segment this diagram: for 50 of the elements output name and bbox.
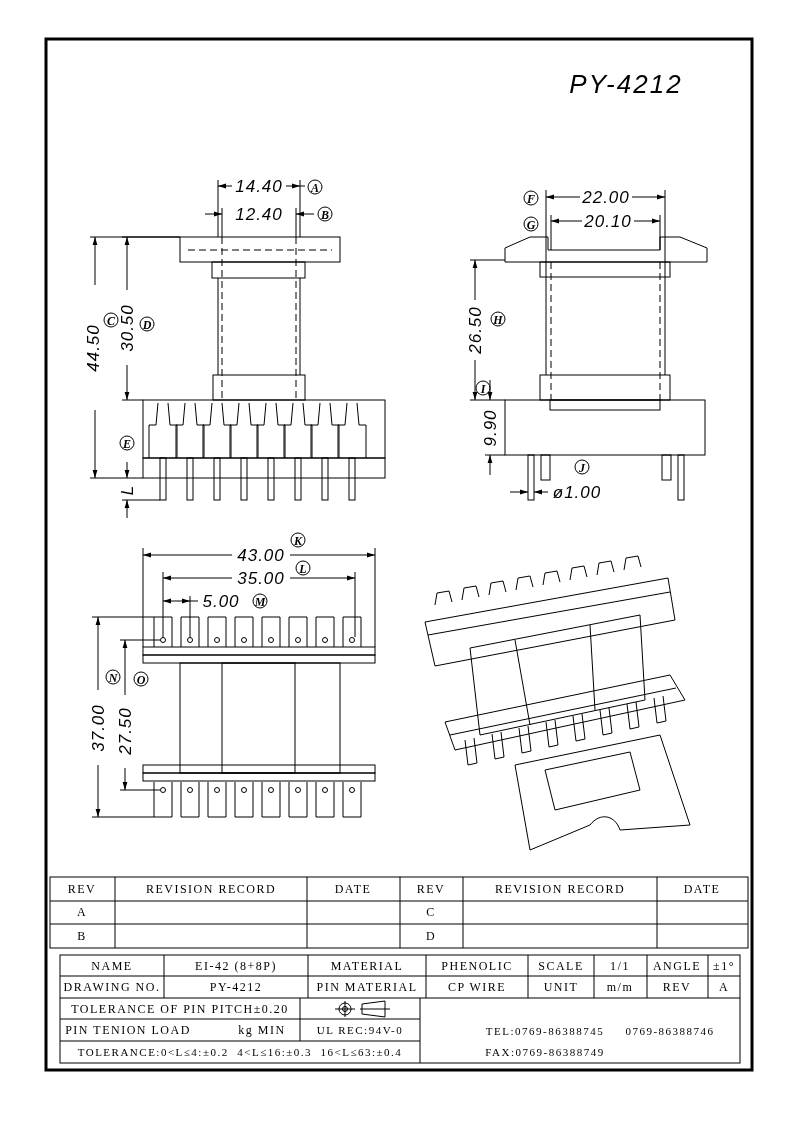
dimension-value: 9.90 <box>481 409 499 447</box>
dimension-value: 44.50 <box>84 324 102 372</box>
column-header: PIN MATERIAL <box>316 981 418 993</box>
column-header: MATERIAL <box>330 960 404 972</box>
dimension-value: 35.00 <box>237 569 285 587</box>
dimension-value: 43.00 <box>237 546 285 564</box>
column-header: SCALE <box>538 960 584 972</box>
dimension-value: 22.00 <box>582 188 630 206</box>
dimension-value: 26.50 <box>466 306 484 354</box>
column-header: REV <box>416 883 446 895</box>
cell-value: A <box>718 981 730 993</box>
drawing-title: PY-4212 <box>569 71 683 97</box>
cell-value: CP WIRE <box>447 981 507 993</box>
column-header: TOLERANCE OF PIN PITCH±0.20 <box>71 1003 289 1015</box>
column-header: DATE <box>334 883 372 895</box>
cell-value: PHENOLIC <box>441 960 513 972</box>
cell-value: D <box>425 930 437 942</box>
cell-value: ±1° <box>713 960 735 972</box>
cell-value: TEL:0769-86388745 <box>485 1025 605 1037</box>
column-header: TOLERANCE:0<L≤4:±0.2 4<L≤16:±0.3 16<L≤63:±0.4 <box>77 1046 403 1058</box>
column-header: REV <box>67 883 97 895</box>
column-header: DRAWING NO. <box>63 981 161 993</box>
cell-value: EI-42 (8+8P) <box>195 960 277 972</box>
column-header: REV <box>662 981 692 993</box>
column-header: REVISION RECORD <box>145 883 277 895</box>
cell-value: B <box>77 930 87 942</box>
column-header: ANGLE <box>652 960 702 972</box>
cell-value: 1/1 <box>610 960 630 972</box>
column-header: PIN TENION LOAD <box>65 1024 191 1036</box>
dimension-value: 5.00 <box>202 592 240 610</box>
cell-value: UL REC:94V-0 <box>316 1024 404 1036</box>
cell-value: PY-4212 <box>209 981 263 993</box>
dimension-value: 12.40 <box>235 205 283 223</box>
dimension-value: ø1.00 <box>552 483 602 501</box>
column-header: DATE <box>683 883 721 895</box>
cell-value: FAX:0769-86388749 <box>485 1046 605 1058</box>
dimension-value: 14.40 <box>235 177 283 195</box>
dimension-value: 20.10 <box>584 212 632 230</box>
column-header: UNIT <box>543 981 579 993</box>
cell-value: m/m <box>606 981 634 993</box>
dimension-value: 27.50 <box>116 707 134 755</box>
dimension-value: 30.50 <box>118 304 136 352</box>
cell-value: 0769-86388746 <box>625 1025 715 1037</box>
cell-value: A <box>76 906 88 918</box>
column-header: NAME <box>91 960 133 972</box>
cell-value: kg MIN <box>238 1024 286 1036</box>
dimension-value: 37.00 <box>89 704 107 752</box>
column-header: REVISION RECORD <box>494 883 626 895</box>
cell-value: C <box>426 906 436 918</box>
dimension-value: L <box>118 484 136 496</box>
